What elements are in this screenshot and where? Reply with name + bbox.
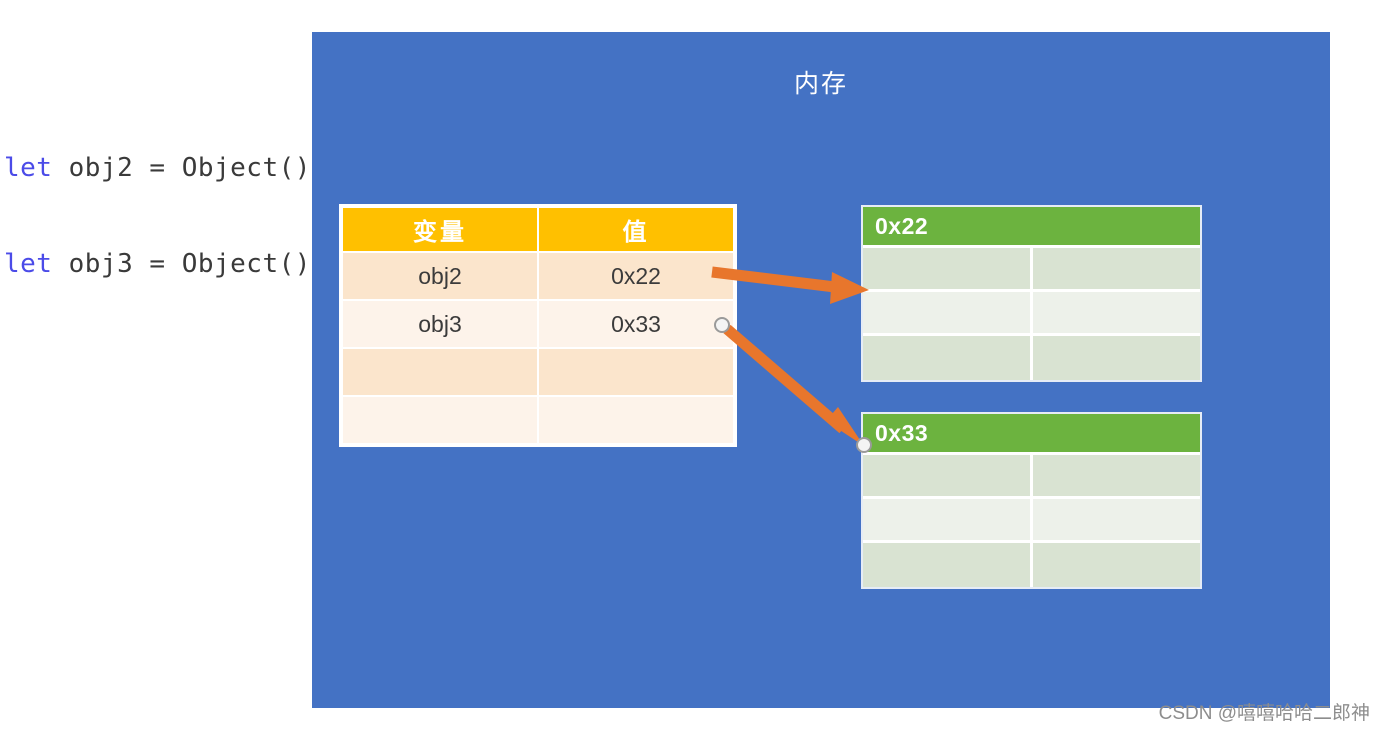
object-cell: [1033, 499, 1200, 543]
cell-variable-value: 0x22: [537, 251, 735, 301]
object-row: [863, 336, 1200, 380]
object-row: [863, 248, 1200, 292]
object-cell: [863, 248, 1033, 292]
object-cell: [1033, 336, 1200, 380]
object-cell: [1033, 292, 1200, 336]
cell-variable-value: [537, 347, 735, 397]
object-cell: [1033, 543, 1200, 587]
object-cell: [1033, 455, 1200, 499]
cell-variable-value: 0x33: [537, 299, 735, 349]
table-header-row: 变量 值: [341, 206, 735, 253]
object-row: [863, 543, 1200, 587]
object-address-header: 0x22: [863, 207, 1200, 248]
cell-variable-name: [341, 347, 539, 397]
table-row-empty: [341, 395, 735, 445]
object-box-0x22: 0x22: [863, 207, 1200, 380]
code-line-1-text: obj2 = Object(): [52, 153, 311, 183]
variable-table: 变量 值 obj2 0x22 obj3 0x33: [341, 206, 735, 445]
code-line-2-text: obj3 = Object(): [52, 249, 311, 279]
object-cell: [863, 292, 1033, 336]
cell-variable-name: [341, 395, 539, 445]
code-keyword-let: let: [4, 249, 53, 279]
table-row-empty: [341, 347, 735, 397]
code-keyword-let: let: [4, 153, 53, 183]
object-row: [863, 455, 1200, 499]
column-header-variable: 变量: [341, 206, 539, 253]
table-row: obj3 0x33: [341, 299, 735, 349]
cell-variable-name: obj3: [341, 299, 539, 349]
object-address-header: 0x33: [863, 414, 1200, 455]
object-cell: [863, 336, 1033, 380]
column-header-value: 值: [537, 206, 735, 253]
object-cell: [863, 543, 1033, 587]
object-box-0x33: 0x33: [863, 414, 1200, 587]
object-cell: [863, 455, 1033, 499]
code-line-1: let obj2 = Object(): [4, 152, 311, 184]
code-line-2: let obj3 = Object(): [4, 248, 311, 280]
table-row: obj2 0x22: [341, 251, 735, 301]
cell-variable-name: obj2: [341, 251, 539, 301]
object-cell: [1033, 248, 1200, 292]
panel-title: 内存: [793, 70, 848, 98]
object-row: [863, 499, 1200, 543]
object-row: [863, 292, 1200, 336]
object-grid: [863, 455, 1200, 587]
code-snippet: let obj2 = Object() let obj3 = Object(): [4, 88, 311, 312]
watermark: CSDN @嘻嘻哈哈二郎神: [1158, 703, 1370, 724]
object-grid: [863, 248, 1200, 380]
object-cell: [863, 499, 1033, 543]
cell-variable-value: [537, 395, 735, 445]
